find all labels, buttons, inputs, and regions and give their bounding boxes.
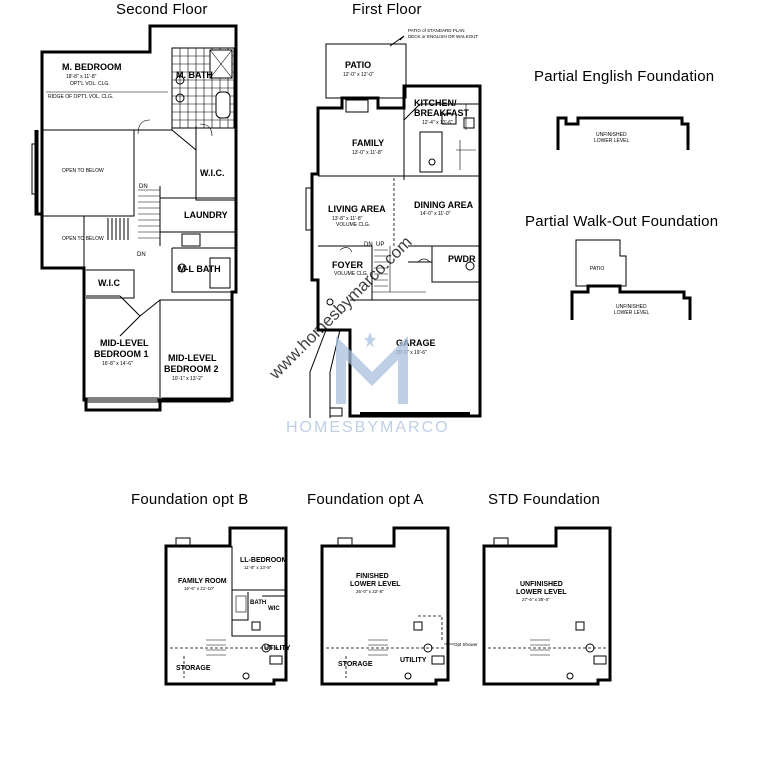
foundation-a-finished-a: FINISHED: [356, 573, 389, 580]
patio-note-b: DECK or ENGLISH OR WALKOUT: [408, 34, 478, 39]
foundation-a-finished-dim: 26'-0" x 22'-8": [356, 589, 384, 594]
open-below-2-label: OPEN TO BELOW: [62, 236, 104, 242]
std-foundation-title: STD Foundation: [488, 491, 601, 508]
m-bedroom-dim: 18'-8" x 11'-8": [66, 74, 97, 80]
living-label: LIVING AREA: [328, 204, 386, 214]
family-label: FAMILY: [352, 138, 384, 148]
up-label: UP: [376, 242, 384, 248]
partial-walkout-label-b: LOWER LEVEL: [614, 310, 650, 316]
dn-label-1: DN: [139, 184, 148, 190]
mid-bed-1-dim: 16'-8" x 14'-6": [102, 361, 133, 367]
watermark-brand: HOMESBYMARCO: [286, 419, 450, 436]
patio-label: PATIO: [345, 60, 371, 70]
garage-label: GARAGE: [396, 338, 436, 348]
m-bath-label: M. BATH: [176, 70, 213, 80]
mid-bed-1-label-a: MID-LEVEL: [100, 338, 149, 348]
foundation-a-finished-b: LOWER LEVEL: [350, 581, 401, 588]
mid-bed-2-dim: 10'-1" x 13'-2": [172, 376, 203, 382]
foundation-b-title: Foundation opt B: [131, 491, 249, 508]
dining-dim: 14'-0" x 11'-0": [420, 211, 451, 217]
partial-english-label-b: LOWER LEVEL: [594, 138, 630, 144]
mid-bed-2-label-b: BEDROOM 2: [164, 364, 219, 374]
foundation-a-plan: FINISHED LOWER LEVEL 26'-0" x 22'-8" Opt…: [320, 526, 478, 686]
dn-label-2: DN: [137, 252, 146, 258]
patio-note-a: PATIO of STANDARD PLAN: [408, 28, 465, 33]
std-unfinished-b: LOWER LEVEL: [516, 589, 567, 596]
ml-bath-label: M-L BATH: [178, 264, 221, 274]
watermark-logo-icon: [336, 336, 408, 404]
dn-label: DN: [364, 242, 373, 248]
second-floor-stairs: [107, 186, 161, 246]
foundation-a-title: Foundation opt A: [307, 491, 424, 508]
mid-bed-1-label-b: BEDROOM 1: [94, 349, 149, 359]
foundation-b-wic: WIC: [268, 606, 280, 612]
foundation-b-plan: FAMILY ROOM 16'-6" x 21'-10" LL-BEDROOM …: [164, 526, 291, 686]
foundation-b-utility: UTILITY: [264, 645, 291, 652]
foundation-a-utility: UTILITY: [400, 657, 427, 664]
wic-lower-label: W.I.C: [98, 278, 120, 288]
std-unfinished-a: UNFINISHED: [520, 581, 563, 588]
foundation-a-opt-shower: Opt Shower: [454, 642, 478, 647]
garage-dim: 20'-0" x 19'-6": [396, 350, 427, 356]
std-foundation-plan: UNFINISHED LOWER LEVEL 27'-6" x 36'-0": [482, 526, 612, 686]
dining-label: DINING AREA: [414, 200, 474, 210]
kitchen-label-a: KITCHEN/: [414, 98, 457, 108]
foundation-b-ll-bedroom: LL-BEDROOM: [240, 557, 288, 564]
foundation-b-ll-bedroom-dim: 11'-8" x 13'-8": [244, 565, 272, 570]
mid-bed-2-label-a: MID-LEVEL: [168, 353, 217, 363]
partial-english-plan: UNFINISHED LOWER LEVEL: [556, 116, 690, 150]
master-bath-tiles: [171, 47, 235, 129]
living-dim: 13'-8" x 11'-8": [332, 216, 363, 222]
pwdr-label: PWDR: [448, 254, 476, 264]
foyer-note: VOLUME CLG.: [334, 271, 368, 277]
living-note: VOLUME CLG.: [336, 222, 370, 228]
patio-dim: 12'-0" x 12'-0": [343, 72, 374, 78]
partial-walkout-patio: PATIO: [590, 266, 604, 272]
m-bedroom-label: M. BEDROOM: [62, 62, 122, 72]
first-floor-title: First Floor: [352, 1, 422, 18]
partial-walkout-title: Partial Walk-Out Foundation: [525, 213, 719, 230]
foundation-b-family-room-dim: 16'-6" x 21'-10": [184, 586, 215, 591]
partial-walkout-plan: PATIO UNFINISHED LOWER LEVEL: [570, 239, 692, 320]
second-floor-plan: M. BEDROOM 18'-8" x 11'-8" OPT'L VOL. CL…: [31, 24, 238, 412]
partial-walkout-label-a: UNFINISHED: [616, 304, 647, 310]
partial-english-label-a: UNFINISHED: [596, 132, 627, 138]
kitchen-dim: 12'-4" x 13'-6": [422, 120, 453, 126]
kitchen-label-b: BREAKFAST: [414, 108, 470, 118]
open-below-1-label: OPEN TO BELOW: [62, 168, 104, 174]
ridge-note: RIDGE OF OPT'L VOL. CLG.: [48, 94, 113, 100]
foyer-label: FOYER: [332, 260, 364, 270]
foundation-a-storage: STORAGE: [338, 661, 373, 668]
foundation-b-family-room: FAMILY ROOM: [178, 578, 227, 585]
laundry-label: LAUNDRY: [184, 210, 228, 220]
wic-upper-label: W.I.C.: [200, 168, 225, 178]
second-floor-title: Second Floor: [116, 1, 208, 18]
family-dim: 13'-0" x 11'-8": [352, 150, 383, 156]
foundation-b-storage: STORAGE: [176, 665, 211, 672]
partial-english-title: Partial English Foundation: [534, 68, 715, 85]
std-unfinished-dim: 27'-6" x 36'-0": [522, 597, 550, 602]
foundation-b-bath: BATH: [250, 600, 266, 606]
m-bedroom-note: OPT'L VOL. CLG.: [70, 81, 110, 87]
